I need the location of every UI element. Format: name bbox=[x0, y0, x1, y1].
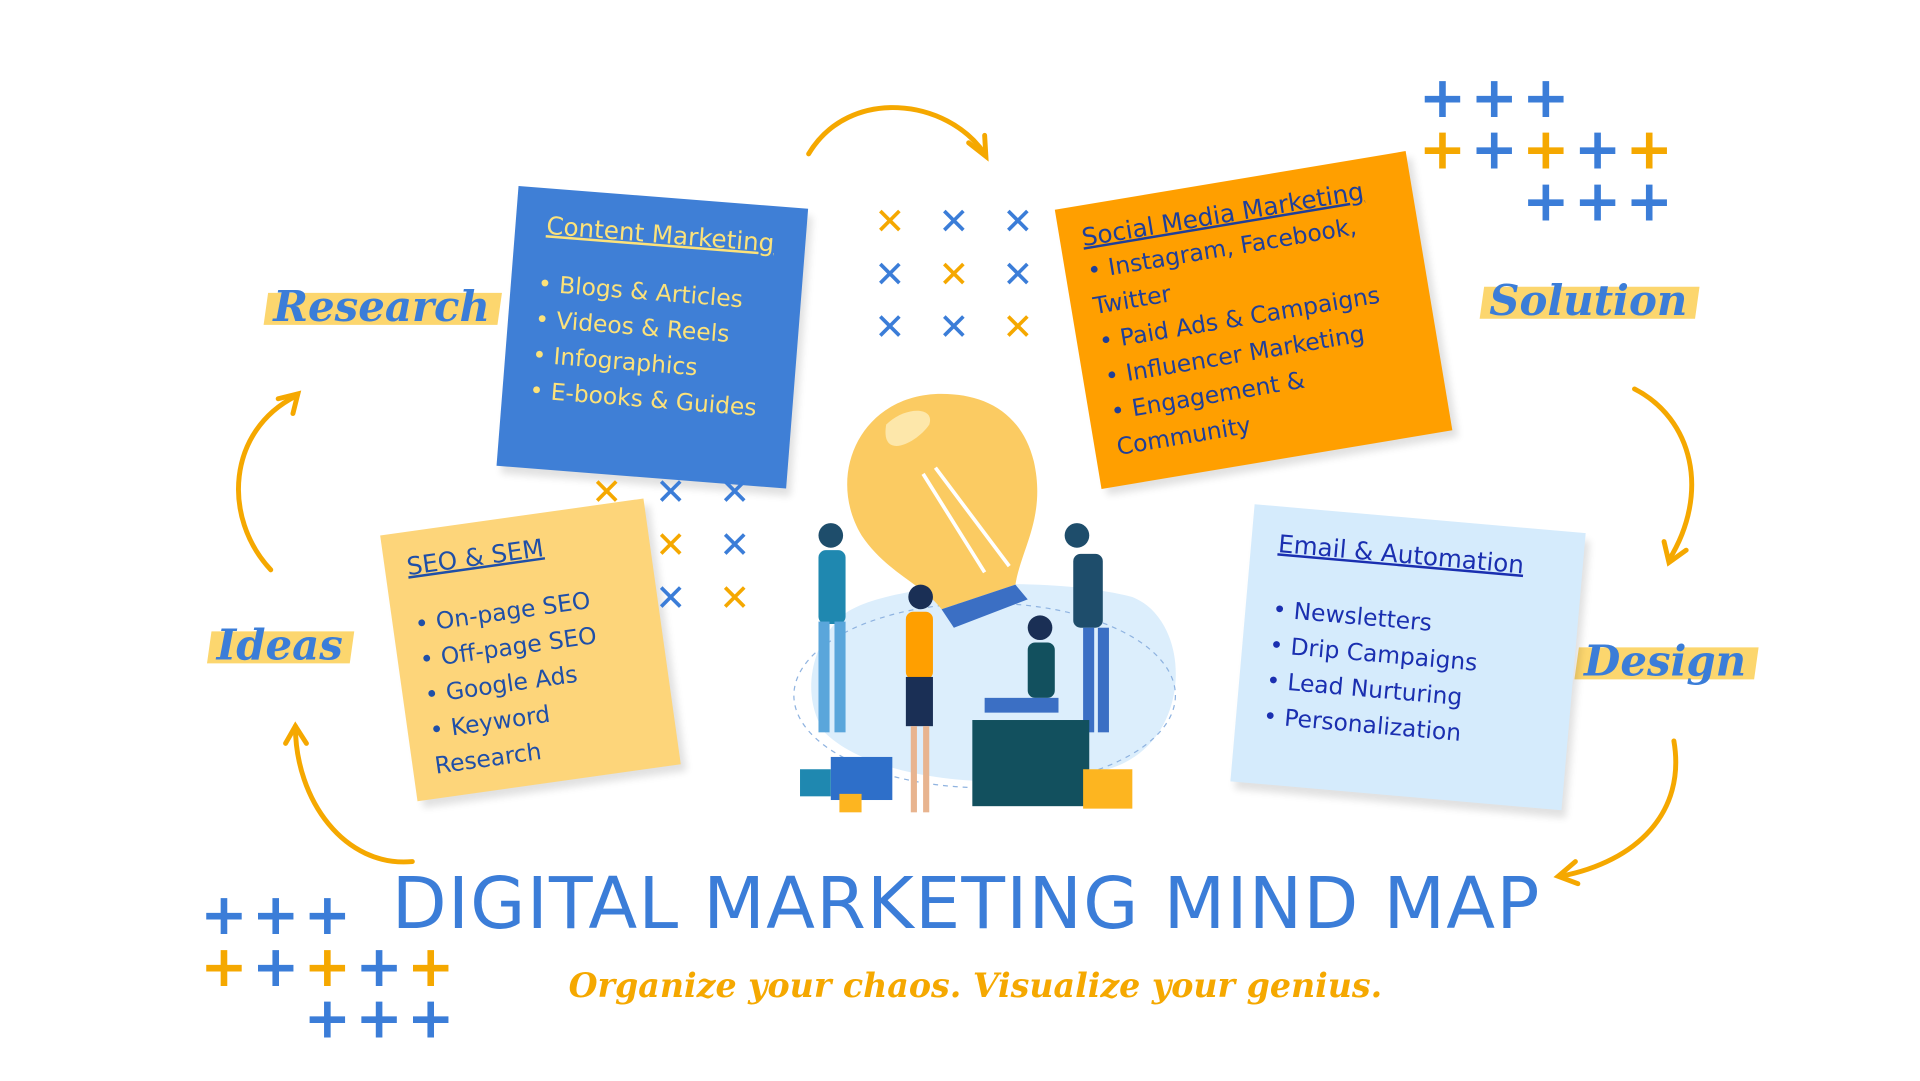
card-heading: Email & Automation bbox=[1277, 528, 1526, 580]
cross-icon: ✕ bbox=[719, 577, 751, 621]
cross-icon: ✕ bbox=[874, 253, 906, 297]
plus-icon: + bbox=[303, 932, 352, 1000]
plus-icon: + bbox=[251, 881, 300, 948]
cross-icon: ✕ bbox=[874, 306, 906, 350]
person-icon bbox=[984, 615, 1059, 713]
label-ideas: Ideas bbox=[206, 622, 355, 671]
cross-icon: ✕ bbox=[938, 253, 970, 297]
plus-icon: + bbox=[200, 881, 248, 948]
label-research: Research bbox=[263, 283, 502, 332]
box-icon bbox=[972, 720, 1090, 807]
plus-grid-top-right: +++++++++++ bbox=[1417, 64, 1675, 234]
curved-arrow-icon bbox=[806, 105, 988, 157]
plus-icon: + bbox=[1625, 115, 1673, 183]
email-list: Newsletters Drip Campaigns Lead Nurturin… bbox=[1262, 592, 1552, 758]
box-icon bbox=[1083, 769, 1133, 809]
curved-arrow-icon bbox=[292, 723, 415, 865]
plus-icon: + bbox=[407, 984, 455, 1052]
lightbulb-team-illustration bbox=[793, 393, 1177, 813]
plus-icon: + bbox=[303, 881, 352, 948]
plus-icon: + bbox=[1470, 115, 1518, 183]
spacer bbox=[575, 574, 639, 626]
plus-icon: + bbox=[355, 932, 403, 1000]
spacer bbox=[1417, 175, 1469, 227]
content-list: Blogs & Articles Videos & Reels Infograp… bbox=[528, 267, 775, 428]
plus-icon: + bbox=[303, 984, 352, 1052]
plus-icon: + bbox=[200, 932, 248, 1000]
plus-icon: + bbox=[1470, 64, 1518, 131]
plus-icon: + bbox=[1418, 115, 1467, 183]
cross-icon: ✕ bbox=[1002, 200, 1034, 244]
curved-arrow-icon bbox=[236, 393, 298, 573]
content-marketing-card: Content Marketing Blogs & Articles Video… bbox=[496, 185, 809, 489]
spacer bbox=[1468, 175, 1520, 227]
plus-icon: + bbox=[1573, 167, 1622, 234]
cross-icon: ✕ bbox=[591, 471, 623, 515]
plus-icon: + bbox=[1625, 167, 1673, 234]
email-automation-card: Email & Automation Newsletters Drip Camp… bbox=[1230, 504, 1586, 811]
cross-icon: ✕ bbox=[938, 306, 970, 350]
plus-grid-bottom-left: +++++++++++ bbox=[198, 881, 456, 1052]
cross-icon: ✕ bbox=[719, 524, 751, 568]
lightbulb-icon bbox=[847, 393, 1038, 628]
cross-icon: ✕ bbox=[719, 471, 751, 515]
box-icon bbox=[830, 756, 893, 801]
label-solution: Solution bbox=[1479, 277, 1700, 326]
plus-icon: + bbox=[1418, 64, 1467, 131]
cross-icon: ✕ bbox=[938, 200, 970, 244]
plus-icon: + bbox=[407, 932, 455, 1000]
cross-grid-top: ✕ ✕ ✕ ✕ ✕ ✕ ✕ ✕ ✕ bbox=[858, 197, 1050, 355]
cross-icon: ✕ bbox=[1002, 253, 1034, 297]
person-icon bbox=[905, 584, 933, 813]
cross-icon: ✕ bbox=[655, 577, 687, 621]
plus-icon: + bbox=[1522, 64, 1570, 131]
card-heading: Content Marketing bbox=[545, 210, 776, 258]
curved-arrow-icon bbox=[1632, 386, 1695, 563]
box-icon bbox=[839, 793, 862, 813]
plus-icon: + bbox=[355, 984, 403, 1052]
cross-icon: ✕ bbox=[874, 200, 906, 244]
cross-icon: ✕ bbox=[1002, 306, 1034, 350]
spacer bbox=[575, 521, 639, 573]
page-title: DIGITAL MARKETING MIND MAP bbox=[391, 861, 1541, 946]
cross-icon: ✕ bbox=[655, 524, 687, 568]
cross-icon: ✕ bbox=[655, 471, 687, 515]
subtitle: Organize your chaos. Visualize your geni… bbox=[568, 967, 1383, 1006]
label-design: Design bbox=[1574, 638, 1759, 687]
social-media-card: Social Media Marketing Instagram, Facebo… bbox=[1054, 151, 1453, 489]
plus-icon: + bbox=[1522, 167, 1570, 234]
plus-icon: + bbox=[251, 932, 300, 1000]
plus-icon: + bbox=[1573, 115, 1622, 183]
cross-grid-left: ✕ ✕ ✕ ✕ ✕ ✕ ✕ bbox=[575, 468, 767, 626]
curved-arrow-icon bbox=[1558, 738, 1679, 879]
person-icon bbox=[818, 523, 846, 733]
plus-icon: + bbox=[1522, 115, 1570, 183]
box-icon bbox=[800, 769, 831, 797]
person-icon bbox=[1064, 523, 1109, 733]
